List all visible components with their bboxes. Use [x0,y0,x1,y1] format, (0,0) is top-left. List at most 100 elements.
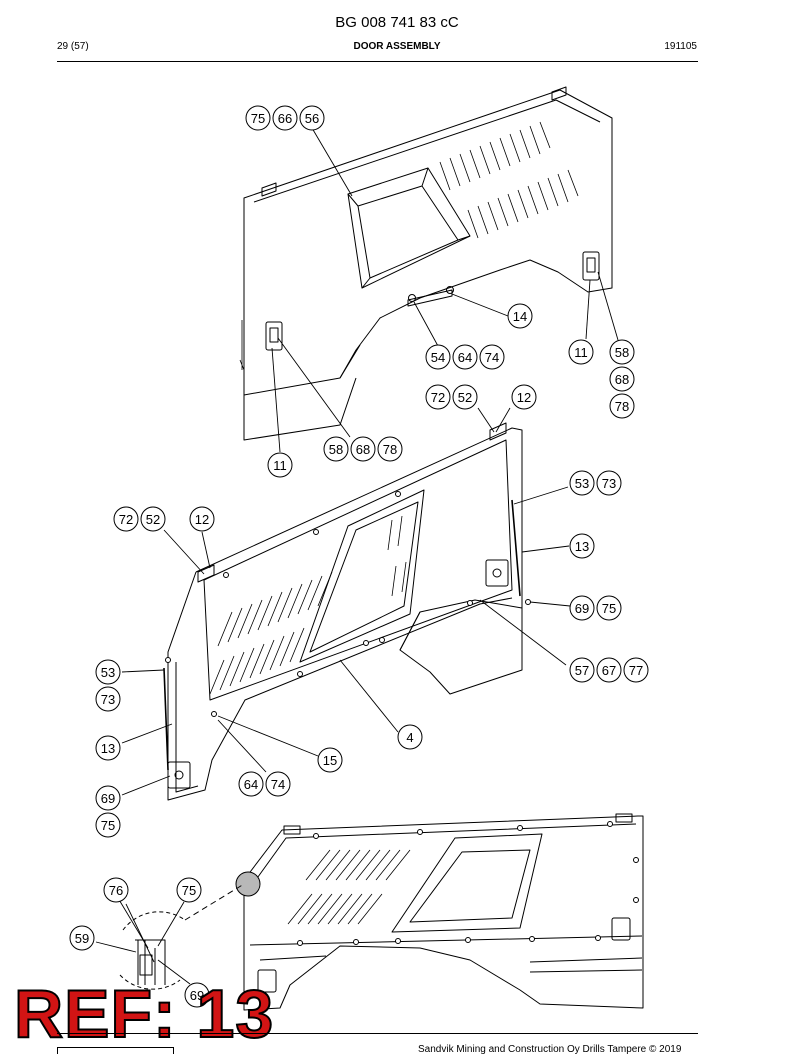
callout-56: 56 [299,105,325,131]
callout-75: 75 [245,105,271,131]
page-number: 29 (57) [57,41,89,52]
callout-14: 14 [507,303,533,329]
callout-label: 53 [101,665,115,680]
callout-circle [609,339,635,365]
callout-75: 75 [95,812,121,838]
callout-54: 54 [425,344,451,370]
callout-label: 13 [575,539,589,554]
callout-label: 57 [575,663,589,678]
callout-label: 4 [406,730,413,745]
callout-label: 74 [485,350,499,365]
callout-73: 73 [95,686,121,712]
callout-circle [397,724,423,750]
callout-12: 12 [189,506,215,532]
callout-circle [623,657,649,683]
callout-circle [95,785,121,811]
callout-label: 73 [602,476,616,491]
callout-label: 54 [431,350,445,365]
callout-circle [95,659,121,685]
callout-circle [184,982,210,1008]
callout-label: 67 [602,663,616,678]
callout-circle [596,470,622,496]
callout-68: 68 [609,366,635,392]
callout-label: 52 [458,390,472,405]
callout-label: 13 [101,741,115,756]
callout-label: 11 [273,458,287,473]
callout-label: 72 [431,390,445,405]
callout-label: 72 [119,512,133,527]
callout-72: 72 [113,506,139,532]
callout-label: 52 [146,512,160,527]
callout-label: 15 [323,753,337,768]
outer-door-panel [239,86,613,441]
callout-circle [425,344,451,370]
callout-circle [140,506,166,532]
callout-74: 74 [479,344,505,370]
hinge-detail-view [119,883,245,990]
callout-circle [323,436,349,462]
inner-door-frame [163,422,531,801]
callout-circle [350,436,376,462]
callout-label: 74 [271,777,285,792]
callout-13: 13 [569,533,595,559]
callout-label: 53 [575,476,589,491]
callout-circle [452,384,478,410]
footer-copyright: Sandvik Mining and Construction Oy Drill… [418,1044,682,1055]
callout-52: 52 [452,384,478,410]
callout-11: 11 [267,452,293,478]
callout-67: 67 [596,657,622,683]
callout-13: 13 [95,735,121,761]
header-rule [57,61,698,62]
callout-75: 75 [176,877,202,903]
callout-78: 78 [377,436,403,462]
callout-circle [95,812,121,838]
callout-label: 66 [278,111,292,126]
callout-circle [245,105,271,131]
callout-circle [189,506,215,532]
reference-stamp: REF: 13 [13,976,275,1052]
callout-label: 69 [575,601,589,616]
callout-circle [113,506,139,532]
callout-12: 12 [511,384,537,410]
callout-52: 52 [140,506,166,532]
callout-4: 4 [397,724,423,750]
callout-label: 12 [195,512,209,527]
callout-label: 68 [615,372,629,387]
callout-label: 69 [101,791,115,806]
callout-circle [596,657,622,683]
callout-69: 69 [95,785,121,811]
callout-circle [609,366,635,392]
callout-label: 76 [109,883,123,898]
callout-label: 78 [615,399,629,414]
callout-circle [507,303,533,329]
callout-circle [609,393,635,419]
callout-label: 75 [101,818,115,833]
callout-circle [377,436,403,462]
callout-label: 58 [615,345,629,360]
assembled-door [235,813,644,1011]
callout-74: 74 [265,771,291,797]
callout-15: 15 [317,747,343,773]
callout-69: 69 [569,595,595,621]
callout-72: 72 [425,384,451,410]
callout-label: 14 [513,309,527,324]
callout-66: 66 [272,105,298,131]
callout-69: 69 [184,982,210,1008]
callout-58: 58 [609,339,635,365]
sandvik-logo [57,1047,174,1054]
callout-59: 59 [69,925,95,951]
callout-circle [569,470,595,496]
callout-label: 11 [574,345,588,360]
callout-75: 75 [596,595,622,621]
callout-label: 68 [356,442,370,457]
callout-circle [569,533,595,559]
callout-68: 68 [350,436,376,462]
callout-circle [103,877,129,903]
leader-lines [95,127,619,985]
callout-78: 78 [609,393,635,419]
document-date: 191105 [664,41,697,52]
callout-circle [569,595,595,621]
callout-label: 75 [182,883,196,898]
callout-circle [299,105,325,131]
